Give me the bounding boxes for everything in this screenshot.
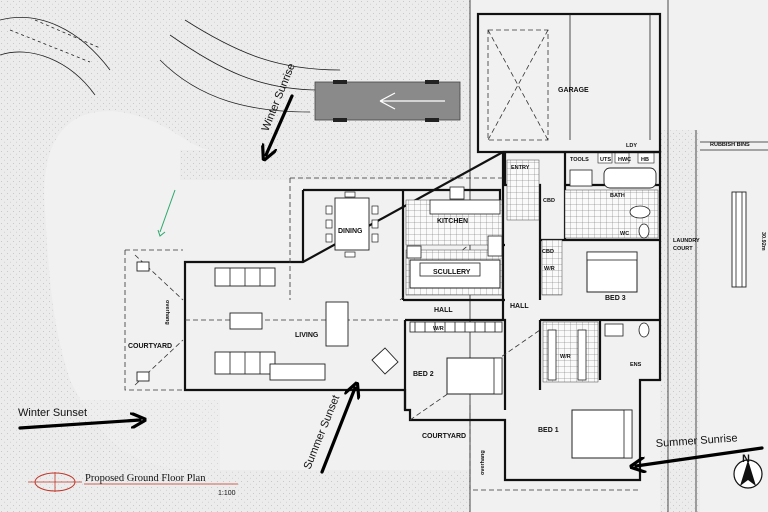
north-compass: [733, 459, 763, 489]
label-garage: GARAGE: [558, 87, 589, 94]
label-bath: BATH: [610, 193, 625, 199]
label-wr-2: W/R: [544, 266, 555, 272]
label-hall-1: HALL: [434, 307, 453, 314]
label-bed-1: BED 1: [538, 427, 559, 434]
label-dimension: 30.92m: [760, 232, 766, 251]
sun-arrows: [18, 94, 764, 474]
label-hwc: HWC: [618, 157, 631, 163]
title-block: [28, 472, 238, 492]
label-cbd-1: CBD: [543, 198, 555, 204]
label-bed-3: BED 3: [605, 295, 626, 302]
label-rubbish-bins: RUBBISH BINS: [710, 142, 750, 148]
living-furniture: [214, 267, 399, 381]
label-courtyard-2: COURTYARD: [422, 433, 466, 440]
summer-sunrise-arrow: [636, 446, 764, 466]
label-scullery: SCULLERY: [433, 269, 471, 276]
label-winter-sunset: Winter Sunset: [18, 407, 87, 419]
site-ground: [0, 0, 700, 512]
label-summer-sunrise: Summer Sunrise: [655, 432, 738, 450]
label-entry: ENTRY: [511, 165, 530, 171]
label-bed-2: BED 2: [413, 371, 434, 378]
label-wr-1: W/R: [433, 326, 444, 332]
green-arrow: [157, 189, 176, 237]
plan-scale: 1:100: [218, 490, 236, 497]
label-cbd-2: CBD: [542, 249, 554, 255]
label-wir: W/R: [560, 354, 571, 360]
dining-table: [325, 191, 379, 258]
label-courtyard-1: COURTYARD: [128, 343, 172, 350]
winter-sunrise-arrow: [266, 94, 294, 155]
winter-sunset-arrow: [18, 420, 140, 430]
label-court: COURT: [673, 246, 693, 252]
beds: [446, 251, 638, 459]
label-laundry: LAUNDRY: [673, 238, 700, 244]
label-tools: TOOLS: [570, 157, 589, 163]
label-wc: WC: [620, 231, 629, 237]
clothesline: [731, 191, 747, 288]
label-overhang-2: overhang: [480, 450, 486, 475]
label-ens: ENS: [630, 362, 642, 368]
label-north: N: [742, 453, 750, 465]
bath-fittings: [569, 152, 657, 338]
summer-sunset-arrow: [320, 388, 355, 474]
driveway-markings: [0, 17, 341, 113]
room-labels: GARAGE ENTRY TOOLS LDY UTS HWC HB CBD CB…: [128, 87, 766, 475]
house-walls: [183, 150, 662, 482]
car: [314, 80, 461, 122]
label-dining: DINING: [338, 228, 363, 235]
plan-title: Proposed Ground Floor Plan: [85, 473, 206, 484]
courtyard-posts: [136, 261, 150, 382]
label-living: LIVING: [295, 332, 319, 339]
label-kitchen: KITCHEN: [437, 218, 468, 225]
label-ldy: LDY: [626, 143, 637, 149]
label-hb: HB: [641, 157, 649, 163]
label-uts: UTS: [600, 157, 611, 163]
kitchen-fittings: [406, 186, 503, 289]
label-overhang-1: overhang: [164, 300, 170, 325]
title-text: Proposed Ground Floor Plan 1:100: [85, 473, 236, 497]
rubbish-area: [700, 141, 768, 151]
wardrobes: [409, 321, 587, 381]
garage: [476, 12, 662, 154]
label-hall-2: HALL: [510, 303, 529, 310]
